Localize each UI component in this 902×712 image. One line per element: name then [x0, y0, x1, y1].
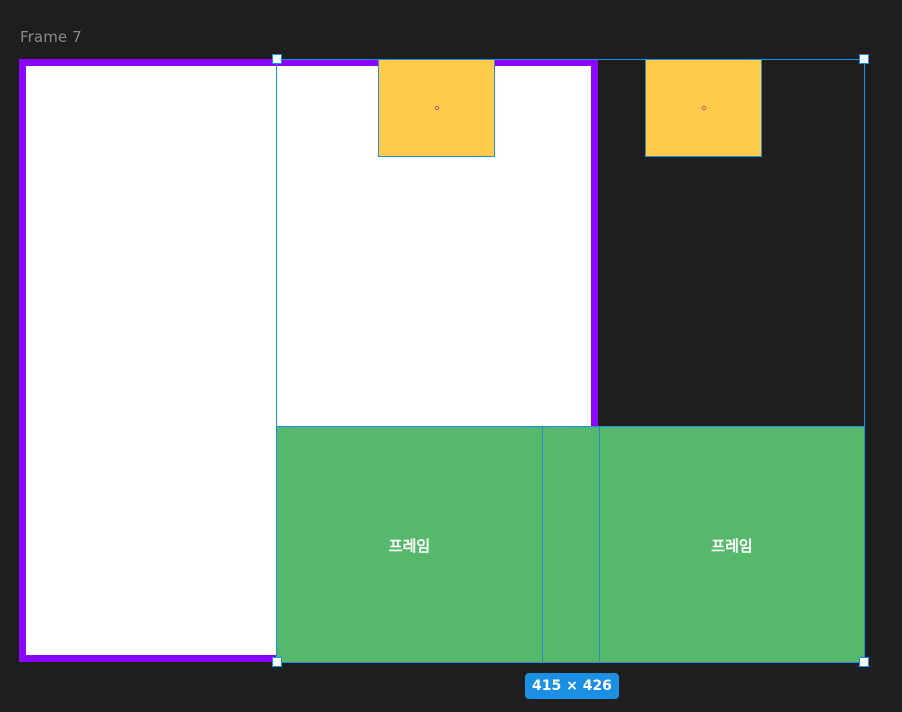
resize-handle-bottom-right[interactable] — [859, 657, 869, 667]
yellow-rectangle-left[interactable] — [378, 59, 495, 157]
center-point-marker — [702, 106, 706, 110]
green-frame-right[interactable]: 프레임 — [599, 426, 865, 663]
selection-guide-vertical — [276, 59, 277, 663]
yellow-rectangle-right[interactable] — [645, 59, 762, 157]
green-frame-right-label: 프레임 — [711, 537, 753, 555]
green-frame-left-label: 프레임 — [388, 537, 431, 555]
frame-name-label[interactable]: Frame 7 — [20, 28, 82, 46]
resize-handle-bottom-left[interactable] — [272, 657, 282, 667]
resize-handle-top-left[interactable] — [272, 54, 282, 64]
resize-handle-top-right[interactable] — [859, 54, 869, 64]
selection-size-badge: 415 × 426 — [525, 673, 619, 699]
green-frame-left[interactable]: 프레임 — [276, 426, 543, 663]
green-frame-middle[interactable] — [542, 426, 600, 663]
selection-guide-horizontal — [276, 426, 865, 427]
center-point-marker — [435, 106, 439, 110]
